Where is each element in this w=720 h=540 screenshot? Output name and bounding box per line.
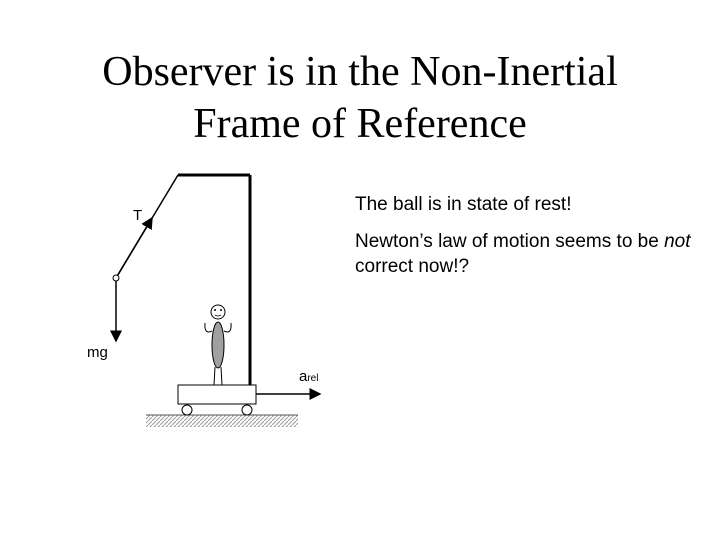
tension-arrow	[115, 216, 153, 279]
bullet-list: The ball is in state of rest! Newton’s l…	[355, 192, 705, 291]
bullet-newton-emphasis: not	[664, 231, 691, 252]
bullet-newton-text-1: Newton’s law of motion seems to be	[355, 231, 665, 252]
acceleration-label: arel	[299, 368, 318, 385]
acceleration-label-subscript: rel	[307, 373, 318, 384]
acceleration-label-main: a	[299, 368, 308, 385]
bullet-newton-text-2: correct now!?	[355, 256, 470, 277]
cart-wheel-left	[181, 404, 193, 416]
weight-label: mg	[87, 344, 108, 361]
bullet-ball-at-rest: The ball is in state of rest!	[355, 194, 572, 215]
physics-diagram: T mg arel	[87, 173, 322, 427]
bullet-newton-law: Newton’s law of motion seems to be not c…	[355, 229, 705, 279]
ball	[112, 274, 120, 282]
title-line-1: Observer is in the Non-Inertial	[102, 49, 618, 95]
slide-title: Observer is in the Non-Inertial Frame of…	[40, 46, 680, 150]
cart-wheel-right	[241, 404, 253, 416]
title-line-2: Frame of Reference	[193, 101, 527, 147]
tension-label: T	[133, 207, 142, 224]
cart-body	[177, 384, 257, 405]
ground-hatching	[146, 415, 298, 427]
observer-person	[204, 304, 232, 386]
